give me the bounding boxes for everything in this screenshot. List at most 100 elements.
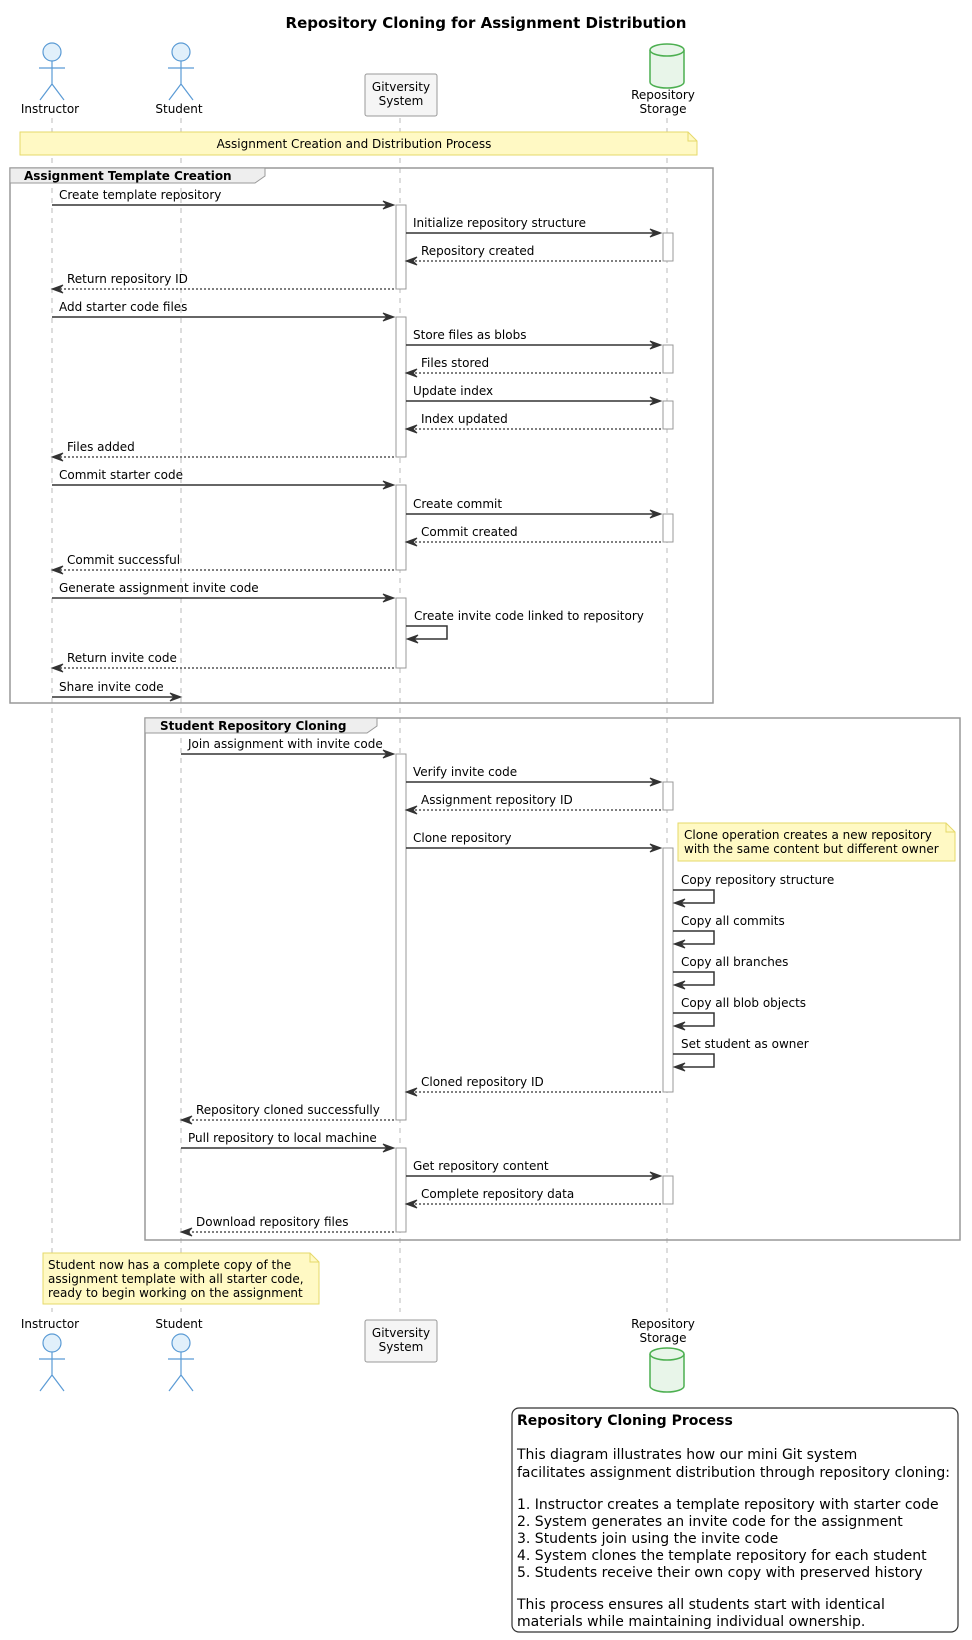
message-arrowhead — [649, 396, 663, 406]
message-arrowhead — [404, 1199, 418, 1209]
participants-top: Instructor Student Gitversity System Rep… — [21, 42, 695, 117]
message-arrowhead — [404, 368, 418, 378]
message-label: Create template repository — [59, 188, 221, 202]
participant-label: Instructor — [21, 1317, 79, 1331]
message-arrowhead — [649, 1171, 663, 1181]
legend-box — [511, 1407, 959, 1633]
message-line — [673, 1053, 715, 1068]
message-arrowhead — [382, 593, 396, 603]
message-arrowhead — [50, 452, 64, 462]
activation-bar — [395, 1147, 407, 1233]
actor-body — [168, 61, 194, 101]
database-body — [649, 1354, 685, 1393]
actor-head — [171, 42, 191, 62]
message-33: Download repository files — [179, 1215, 394, 1237]
message-16: Create invite code linked to repository — [405, 609, 644, 644]
message-label: Pull repository to local machine — [188, 1131, 377, 1145]
note-text: Assignment Creation and Distribution Pro… — [217, 137, 492, 151]
participant-storage-bottom: Repository Storage — [631, 1317, 695, 1393]
note-final: Student now has a complete copy of the a… — [42, 1252, 320, 1305]
message-arrowhead — [672, 939, 686, 949]
activation-bar — [662, 513, 674, 543]
note-fold — [309, 1253, 319, 1263]
message-arrowhead — [672, 1062, 686, 1072]
actor-body — [39, 61, 65, 101]
legend-line: 5. Students receive their own copy with … — [517, 1565, 923, 1581]
participant-student-top: Student — [155, 42, 203, 116]
message-label: Download repository files — [196, 1215, 348, 1229]
message-12: Create commit — [406, 497, 663, 519]
actor-head — [42, 42, 62, 62]
legend-line: This diagram illustrates how our mini Gi… — [516, 1447, 857, 1463]
actor-head — [42, 1333, 62, 1353]
message-label: Cloned repository ID — [421, 1075, 544, 1089]
participant-box — [364, 73, 438, 117]
message-22: Clone repository — [406, 831, 663, 853]
database-top — [649, 1347, 685, 1361]
participant-label: Storage — [640, 102, 687, 116]
note-process: Assignment Creation and Distribution Pro… — [19, 131, 698, 156]
message-arrowhead — [672, 1021, 686, 1031]
message-label: Repository cloned successfully — [196, 1103, 380, 1117]
message-arrowhead — [672, 898, 686, 908]
participant-student-bottom: Student — [155, 1317, 203, 1392]
message-label: Add starter code files — [59, 300, 187, 314]
message-arrowhead — [649, 509, 663, 519]
message-18: Share invite code — [52, 680, 183, 702]
message-arrowhead — [405, 634, 419, 644]
message-10: Files added — [50, 440, 394, 462]
message-line — [406, 625, 448, 640]
note-fold — [945, 823, 955, 833]
participant-label: Storage — [640, 1331, 687, 1345]
participant-box — [364, 1319, 438, 1363]
message-5: Add starter code files — [52, 300, 396, 322]
message-label: Repository created — [421, 244, 534, 258]
message-26: Copy all blob objects — [672, 996, 806, 1031]
group-label: Assignment Template Creation — [24, 169, 232, 183]
message-label: Index updated — [421, 412, 508, 426]
message-arrowhead — [649, 228, 663, 238]
note-text: Student now has a complete copy of the — [48, 1258, 291, 1272]
message-label: Return repository ID — [67, 272, 188, 286]
message-label: Copy repository structure — [681, 873, 834, 887]
message-arrowhead — [50, 663, 64, 673]
message-28: Cloned repository ID — [404, 1075, 661, 1097]
message-arrowhead — [169, 692, 183, 702]
participant-label: System — [379, 1340, 424, 1354]
group-frame — [144, 717, 961, 1241]
message-arrowhead — [404, 1087, 418, 1097]
message-label: Generate assignment invite code — [59, 581, 259, 595]
activation-bar — [395, 484, 407, 571]
message-27: Set student as owner — [672, 1037, 809, 1072]
message-25: Copy all branches — [672, 955, 788, 990]
message-23: Copy repository structure — [672, 873, 834, 908]
message-label: Copy all branches — [681, 955, 788, 969]
message-arrowhead — [404, 805, 418, 815]
group-tab — [9, 167, 266, 184]
legend-line: 2. System generates an invite code for t… — [517, 1514, 903, 1530]
message-label: Get repository content — [413, 1159, 549, 1173]
actor-head — [171, 1333, 191, 1353]
legend-line: materials while maintaining individual o… — [517, 1614, 865, 1630]
message-label: Create invite code linked to repository — [414, 609, 644, 623]
participant-label: Student — [155, 102, 203, 116]
message-label: Initialize repository structure — [413, 216, 586, 230]
message-3: Repository created — [404, 244, 661, 266]
database-top — [649, 43, 685, 57]
activation-bar — [662, 232, 674, 262]
participant-label: Repository — [631, 1317, 695, 1331]
message-label: Commit successful — [67, 553, 180, 567]
message-label: Assignment repository ID — [421, 793, 573, 807]
message-label: Create commit — [413, 497, 502, 511]
activation-bar — [662, 1175, 674, 1205]
activation-bar — [395, 204, 407, 290]
participant-instructor-bottom: Instructor — [21, 1317, 79, 1392]
participant-label: Student — [155, 1317, 203, 1331]
message-arrowhead — [382, 749, 396, 759]
message-6: Store files as blobs — [406, 328, 663, 350]
note-shape — [42, 1252, 320, 1305]
activation-bar — [662, 781, 674, 811]
message-label: Commit starter code — [59, 468, 183, 482]
